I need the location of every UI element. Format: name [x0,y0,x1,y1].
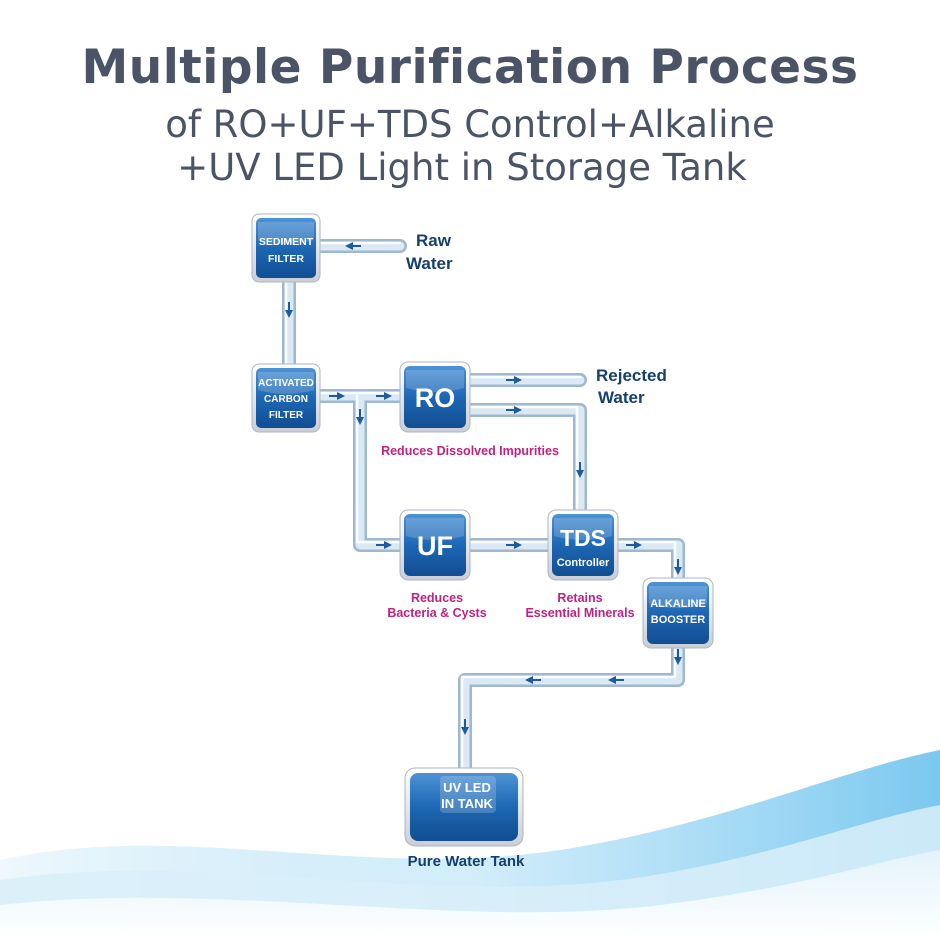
wave-background [0,750,940,940]
stage-label: ACTIVATED [258,378,314,389]
arrow-right [626,541,642,549]
stage-label: UF [417,531,453,561]
stage-label: FILTER [269,410,304,421]
arrow-left [608,676,624,684]
arrow-left [345,242,361,250]
arrow-right [506,376,522,384]
page-subtitle-line2: +UV LED Light in Storage Tank [177,146,747,189]
stage-label: ALKALINE [650,598,706,610]
rejected-water-label: Water [598,388,645,407]
raw-water-label: Water [406,254,453,273]
arrow-down [674,649,682,665]
arrow-down [461,719,469,735]
tds-note: Essential Minerals [525,606,634,620]
stage-alkaline-booster: ALKALINE BOOSTER [642,577,714,649]
uf-note: Reduces [411,591,463,605]
rejected-water-label: Rejected [596,366,667,385]
uf-note: Bacteria & Cysts [387,606,486,620]
stage-label: UV LED [443,780,491,795]
flow-arrows [285,242,682,735]
arrow-right [506,406,522,414]
pipes [282,239,685,777]
page-title: Multiple Purification Process [81,40,859,95]
ro-note: Reduces Dissolved Impurities [381,444,559,458]
arrow-down [285,302,293,318]
stage-label: TDS [560,525,606,551]
arrow-right [506,541,522,549]
stage-label: RO [415,383,456,413]
arrow-left [525,676,541,684]
stage-label: SEDIMENT [259,236,314,248]
pure-water-tank-label: Pure Water Tank [408,853,525,870]
stage-label: BOOSTER [651,614,705,626]
arrow-right [329,392,345,400]
stage-sediment-filter: SEDIMENT FILTER [251,213,321,283]
tds-note: Retains [557,591,602,605]
arrow-right [376,541,392,549]
stage-uf: UF [399,509,471,581]
raw-water-label: Raw [416,231,452,250]
arrow-right [376,392,392,400]
arrow-down [356,409,364,425]
arrow-down [576,462,584,478]
stage-label: CARBON [264,394,308,405]
stage-label: Controller [557,557,610,569]
arrow-down [674,559,682,575]
page-subtitle-line1: of RO+UF+TDS Control+Alkaline [165,103,775,146]
stage-activated-carbon-filter: ACTIVATED CARBON FILTER [251,363,321,433]
stage-label: IN TANK [441,796,493,811]
stage-uv-led-tank: UV LED IN TANK [404,767,524,847]
stage-label: FILTER [268,253,304,265]
stage-tds-controller: TDS Controller [547,509,619,581]
stage-ro: RO [399,361,471,433]
